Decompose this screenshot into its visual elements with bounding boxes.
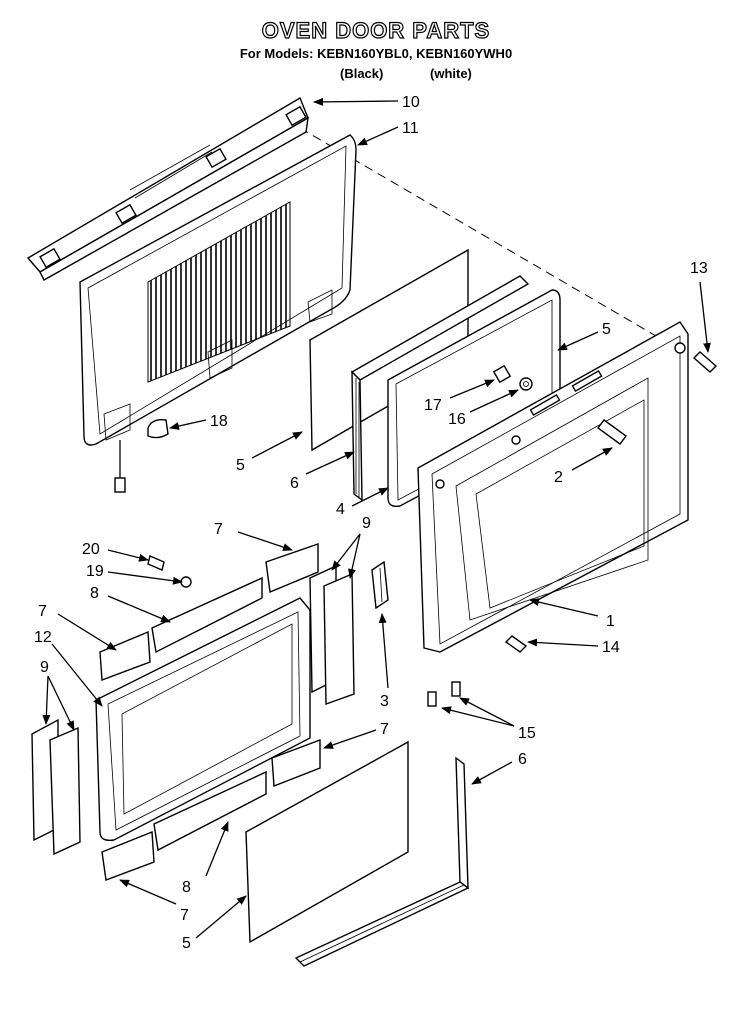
callout-11: 11 [402, 120, 419, 137]
callout-1: 1 [606, 613, 615, 630]
callout-7-upper: 7 [214, 521, 223, 538]
callout-7-bottom: 7 [180, 907, 189, 924]
callout-15: 15 [518, 725, 536, 742]
hinge-bracket-part [371, 560, 389, 610]
callout-3: 3 [380, 693, 389, 710]
clip-bracket-part [114, 418, 169, 493]
callout-7-left: 7 [38, 603, 47, 620]
callout-20: 20 [82, 541, 100, 558]
callout-8-upper: 8 [90, 585, 99, 602]
insulation-bar-lower-part [153, 770, 267, 852]
callout-6-lower: 6 [518, 751, 527, 768]
callout-14: 14 [602, 639, 620, 656]
spacer-block-7-d [101, 830, 155, 881]
leader-lines [42, 97, 711, 939]
callout-2: 2 [554, 469, 563, 486]
callout-8-lower: 8 [182, 879, 191, 896]
glass-pane-lower-part [245, 740, 409, 944]
callout-9-upper: 9 [362, 515, 371, 532]
door-screws-part [427, 635, 528, 707]
callout-19: 19 [86, 563, 104, 580]
model-numbers: For Models: KEBN160YBL0, KEBN160YWH0 [239, 46, 513, 61]
variant-white-label: (white) [430, 66, 472, 81]
callout-7-lower: 7 [380, 721, 389, 738]
screw-part-13 [692, 351, 718, 373]
variant-black-label: (Black) [340, 66, 384, 81]
insulation-block-9-b [323, 572, 355, 705]
callout-4: 4 [336, 501, 345, 518]
callout-5-bottom: 5 [182, 935, 191, 952]
insulation-block-9-d [49, 726, 81, 856]
callout-18: 18 [210, 413, 228, 430]
spacer-washer-part [492, 364, 533, 391]
callout-labels: 10 11 13 5 17 16 18 5 6 2 4 7 9 20 19 8 … [34, 94, 708, 952]
inner-door-panel-part [79, 134, 357, 446]
callout-5-upper-right: 5 [602, 321, 611, 338]
callout-9-left: 9 [40, 659, 49, 676]
door-top-trim-part [26, 96, 309, 281]
callout-5-upper-left: 5 [236, 457, 245, 474]
callout-6-upper: 6 [290, 475, 299, 492]
inner-door-frame-part [95, 597, 311, 842]
page-title: OVEN DOOR PARTS [261, 17, 491, 43]
callout-10: 10 [402, 94, 420, 111]
spacer-block-7-a [265, 543, 319, 593]
callout-16: 16 [448, 411, 466, 428]
alignment-dashed-line [299, 127, 681, 351]
spacer-block-7-b [99, 630, 151, 681]
gasket-channel-upper-part [350, 275, 530, 502]
outer-door-part [417, 321, 689, 653]
callout-13: 13 [690, 260, 708, 277]
spacer-block-7-c [271, 738, 321, 787]
small-screw-washer-part [147, 555, 192, 588]
insulation-bar-upper-part [151, 576, 263, 654]
callout-17: 17 [424, 397, 442, 414]
callout-12: 12 [34, 629, 52, 646]
gasket-channel-lower-part [294, 756, 470, 967]
